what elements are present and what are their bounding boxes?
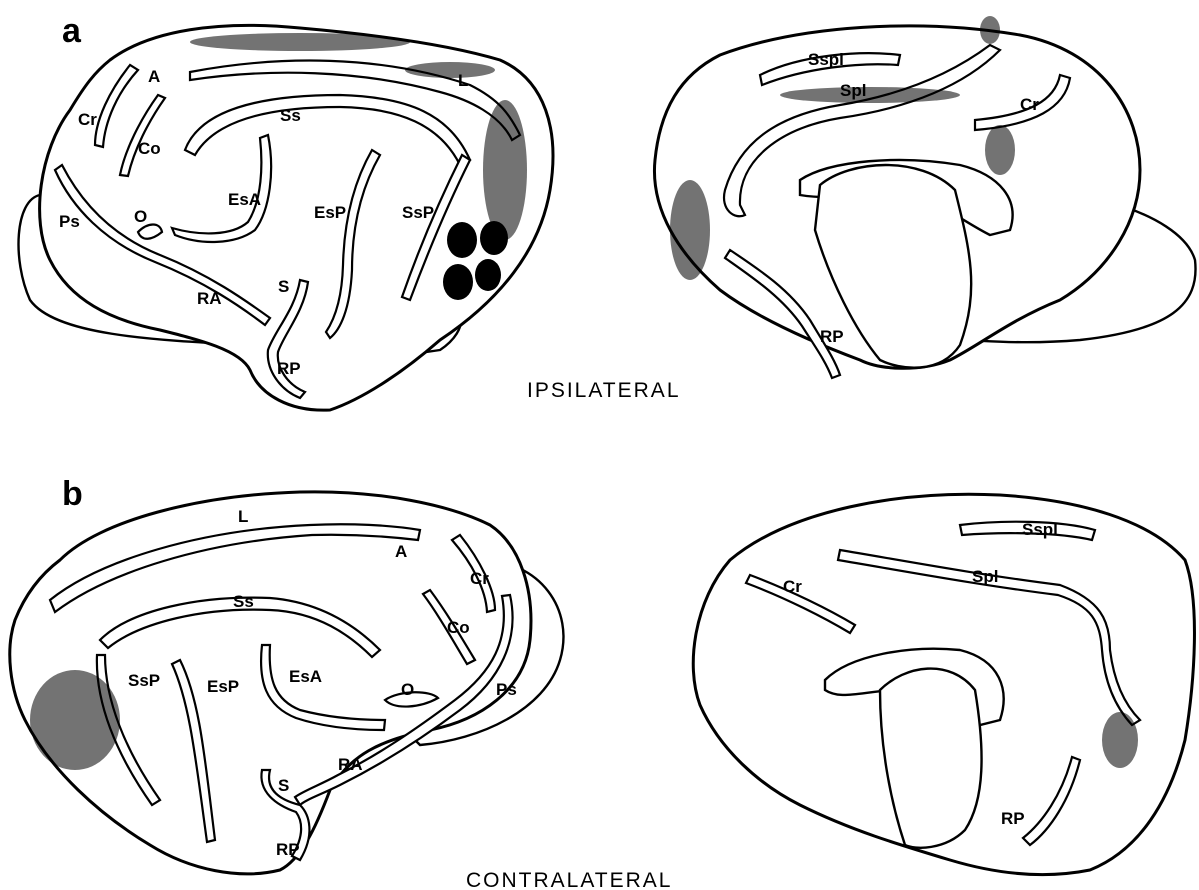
- label-EsA: EsA: [289, 667, 322, 686]
- label-RP: RP: [276, 840, 300, 859]
- label-A: A: [395, 542, 407, 561]
- label-Co: Co: [138, 139, 161, 158]
- label-Cr: Cr: [470, 569, 489, 588]
- label-Spl: Spl: [840, 81, 866, 100]
- panel-a-letter: a: [62, 12, 82, 50]
- label-L: L: [238, 507, 248, 526]
- label-RP-medial: RP: [1001, 809, 1025, 828]
- panel-b-letter: b: [62, 475, 83, 513]
- label-RP: RP: [277, 359, 301, 378]
- condition-contralateral: CONTRALATERAL: [466, 869, 672, 890]
- panel-b-lateral-brain: [10, 492, 564, 874]
- label-RP-medial: RP: [820, 327, 844, 346]
- condition-ipsilateral: IPSILATERAL: [527, 379, 681, 402]
- label-Sspl: Sspl: [808, 50, 844, 69]
- label-Sspl: Sspl: [1022, 520, 1058, 539]
- label-stippling: [1102, 712, 1138, 768]
- label-stippling: [30, 670, 120, 770]
- label-Ps: Ps: [59, 212, 80, 231]
- label-Ps: Ps: [496, 680, 517, 699]
- panel-b-medial-brain: [693, 494, 1194, 874]
- label-S: S: [278, 776, 289, 795]
- label-O: O: [134, 207, 147, 226]
- label-EsP: EsP: [314, 203, 346, 222]
- label-EsA: EsA: [228, 190, 261, 209]
- label-Spl: Spl: [972, 567, 998, 586]
- label-O: O: [401, 680, 414, 699]
- label-L: L: [458, 71, 468, 90]
- label-Ss: Ss: [280, 106, 301, 125]
- label-RA: RA: [197, 289, 222, 308]
- label-A: A: [148, 67, 160, 86]
- label-EsP: EsP: [207, 677, 239, 696]
- label-RA: RA: [338, 755, 363, 774]
- label-Cr: Cr: [78, 110, 97, 129]
- label-Cr-medial: Cr: [783, 577, 802, 596]
- label-SsP: SsP: [128, 671, 160, 690]
- panel-a-medial-brain: [654, 16, 1195, 378]
- label-Ss: Ss: [233, 592, 254, 611]
- label-Co: Co: [447, 618, 470, 637]
- label-S: S: [278, 277, 289, 296]
- label-SsP: SsP: [402, 203, 434, 222]
- panel-a-lateral-brain: [19, 25, 553, 410]
- label-Cr-medial: Cr: [1020, 95, 1039, 114]
